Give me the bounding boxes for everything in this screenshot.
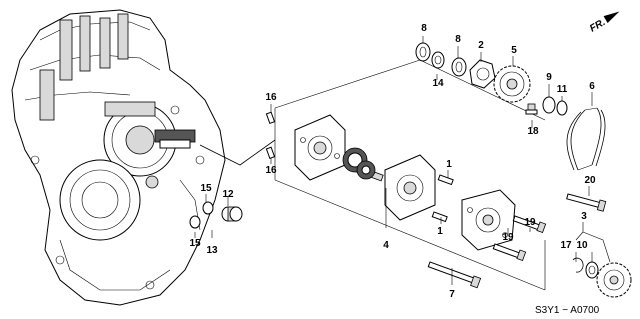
washer-14 — [431, 51, 445, 69]
callout-labels: 16 16 1 1 8 8 14 2 5 9 11 18 6 20 3 17 1… — [189, 23, 596, 300]
callout-5: 5 — [511, 45, 517, 56]
washer-9 — [542, 96, 556, 114]
callout-1-lower: 1 — [437, 226, 443, 237]
bolt-19-upper — [512, 215, 547, 234]
pump-body-middle — [384, 154, 436, 221]
dowel-pin-1-upper — [437, 174, 454, 186]
pump-body-rear — [294, 114, 346, 181]
bolt-20 — [566, 193, 607, 212]
bolt-19-lower — [492, 243, 527, 262]
callout-11: 11 — [557, 84, 568, 95]
callout-1-upper: 1 — [446, 159, 452, 170]
callout-8-left: 8 — [421, 23, 427, 34]
callout-4: 4 — [383, 240, 389, 251]
callout-16-upper: 16 — [265, 92, 277, 103]
callout-15-lower: 15 — [189, 238, 201, 249]
bushing-12 — [221, 206, 243, 222]
bolt-7 — [427, 261, 482, 289]
callout-9: 9 — [546, 72, 552, 83]
driven-sprocket-3 — [596, 262, 632, 298]
callout-10: 10 — [576, 240, 588, 251]
leader-lines — [194, 36, 611, 285]
pump-cover — [461, 189, 516, 251]
snap-ring-17 — [572, 257, 584, 273]
diagram-code: S3Y1 − A0700 — [535, 305, 600, 316]
forward-arrow-icon — [603, 11, 620, 23]
dowel-pin-lower — [265, 146, 276, 160]
callout-15-upper: 15 — [200, 183, 212, 194]
callout-8-right: 8 — [455, 34, 461, 45]
callout-13: 13 — [206, 245, 218, 256]
bolt-18 — [525, 103, 538, 115]
callout-14: 14 — [432, 78, 444, 89]
callout-6: 6 — [589, 81, 595, 92]
direction-label: FR. — [588, 17, 607, 35]
o-ring-15-upper — [202, 201, 214, 215]
callout-12: 12 — [222, 189, 234, 200]
callout-18: 18 — [527, 126, 539, 137]
pump-gear-shaft — [342, 147, 384, 182]
callout-19-right: 19 — [524, 217, 536, 228]
dowel-pin-1-lower — [431, 211, 448, 223]
pump-group-outline — [274, 59, 546, 291]
oil-seal-8-right — [451, 57, 467, 77]
drive-sprocket-5 — [493, 65, 531, 103]
drive-chain-6 — [566, 107, 606, 171]
callout-19-left: 19 — [502, 232, 514, 243]
washer-10 — [585, 261, 599, 279]
o-ring-15-lower — [189, 215, 201, 229]
callout-20: 20 — [584, 175, 596, 186]
dowel-pin-upper — [265, 111, 276, 125]
callout-17: 17 — [560, 240, 572, 251]
callout-2: 2 — [478, 40, 484, 51]
callout-3: 3 — [581, 211, 587, 222]
callout-7: 7 — [449, 289, 455, 300]
bearing-housing-2 — [469, 59, 496, 89]
snap-ring-11 — [556, 100, 568, 116]
direction-indicator: FR. — [588, 11, 620, 35]
oil-seal-8-left — [415, 42, 431, 62]
callout-16-lower: 16 — [265, 165, 277, 176]
transmission-case — [11, 9, 226, 306]
